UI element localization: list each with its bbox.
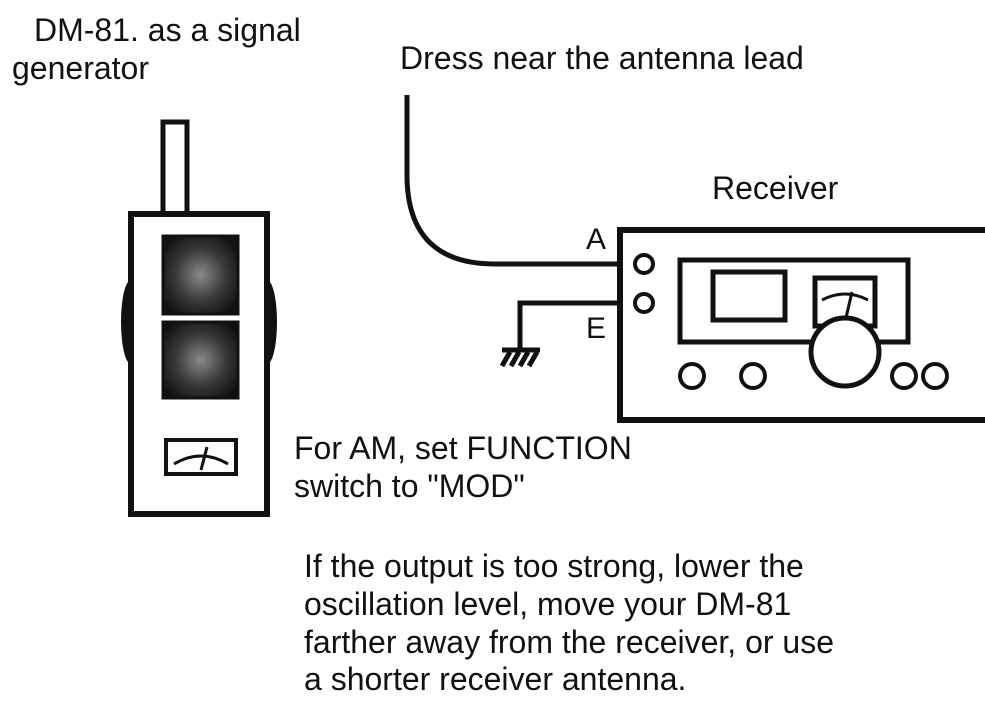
dm81-generator [121, 119, 277, 517]
ground-icon [499, 347, 540, 368]
antenna-lead [404, 95, 628, 267]
generator-caption-line-1: DM-81. as a signal [34, 12, 301, 48]
receiver-knob-3 [890, 362, 918, 390]
receiver-front-panel [677, 257, 911, 345]
generator-lower-dial [161, 320, 240, 400]
am-note: For AM, set FUNCTION switch to "MOD" [294, 430, 632, 506]
output-note-line-3: farther away from the receiver, or use [304, 623, 834, 660]
receiver [617, 227, 985, 423]
terminal-a-post [633, 253, 655, 275]
output-note-line-1: If the output is too strong, lower the [304, 548, 804, 584]
terminal-a-label: A [586, 223, 607, 256]
generator-upper-dial [161, 234, 240, 316]
am-note-line-2: switch to "MOD" [294, 467, 525, 504]
output-note: If the output is too strong, lower the o… [304, 548, 834, 699]
receiver-knob-4 [921, 362, 949, 390]
receiver-knob-2 [739, 362, 767, 390]
receiver-tuning-knob [808, 315, 882, 389]
receiver-label: Receiver [712, 170, 839, 206]
generator-antenna [160, 119, 190, 221]
generator-meter [164, 438, 238, 476]
terminal-e-post [633, 292, 655, 314]
earth-lead [517, 300, 628, 348]
receiver-knob-1 [678, 362, 706, 390]
output-note-line-2: oscillation level, move your DM-81 [304, 585, 792, 622]
output-note-line-4: a shorter receiver antenna. [304, 661, 687, 698]
am-note-line-1: For AM, set FUNCTION [294, 430, 632, 466]
generator-caption-line-2: generator [12, 49, 149, 86]
receiver-display-window [710, 269, 788, 323]
generator-caption: DM-81. as a signal generator [12, 12, 301, 88]
dress-note: Dress near the antenna lead [400, 40, 804, 76]
terminal-e-label: E [586, 312, 607, 345]
